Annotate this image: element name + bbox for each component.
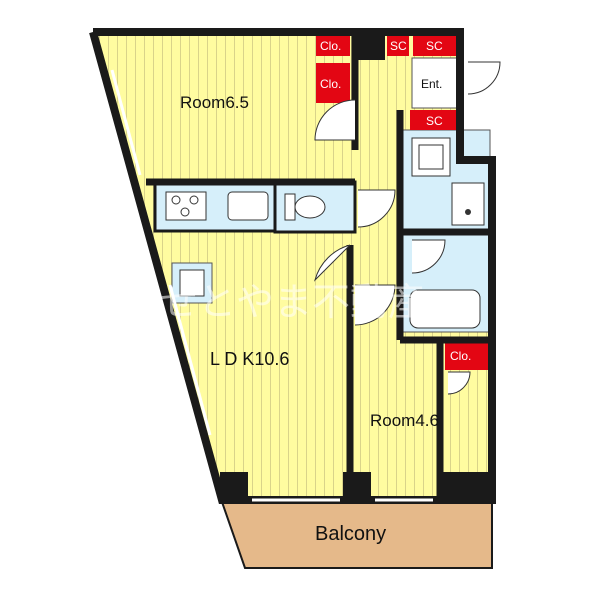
sc-top-right-label: SC [426,39,443,53]
washbasin-icon [451,182,485,226]
closet-top-label: Clo. [320,39,341,53]
wall-block [437,472,492,504]
closet-right-label: Clo. [450,349,471,363]
sc-mid [410,110,460,130]
washing-machine-icon [411,137,451,177]
window-left [110,69,142,176]
ldk-label: L D K10.6 [210,349,289,369]
door-entrance[interactable] [467,61,501,95]
stove-icon [165,191,207,221]
balcony-label: Balcony [315,523,386,545]
toilet-icon [284,193,326,221]
door-room1[interactable] [314,99,356,141]
entrance-area [411,57,461,109]
door-closet-right[interactable] [447,371,471,395]
wall-block [220,472,248,504]
sc-top-left-label: SC [390,39,407,53]
door-room2[interactable] [354,284,396,326]
room2-label: Room4.6 [370,411,439,430]
refrigerator-icon [179,269,205,297]
closet-top [316,34,350,56]
closet-second-label: Clo. [320,77,341,91]
sc-top-left [387,34,409,56]
window-left-lower [168,284,212,436]
wall-block [355,32,385,60]
sc-top-right [413,34,458,56]
bathtub-icon [409,289,481,329]
watermark: せとやま不動産 [160,280,426,324]
closet-right [445,340,489,370]
kitchen-sink-icon [227,191,269,221]
door-bath[interactable] [411,239,446,274]
door-ldk[interactable] [314,244,351,282]
room1-label: Room6.5 [180,93,249,112]
entrance-label: Ent. [421,77,442,91]
door-hall[interactable] [357,189,396,228]
closet-second [316,63,350,103]
sc-mid-label: SC [426,114,443,128]
wall-block [343,472,371,504]
